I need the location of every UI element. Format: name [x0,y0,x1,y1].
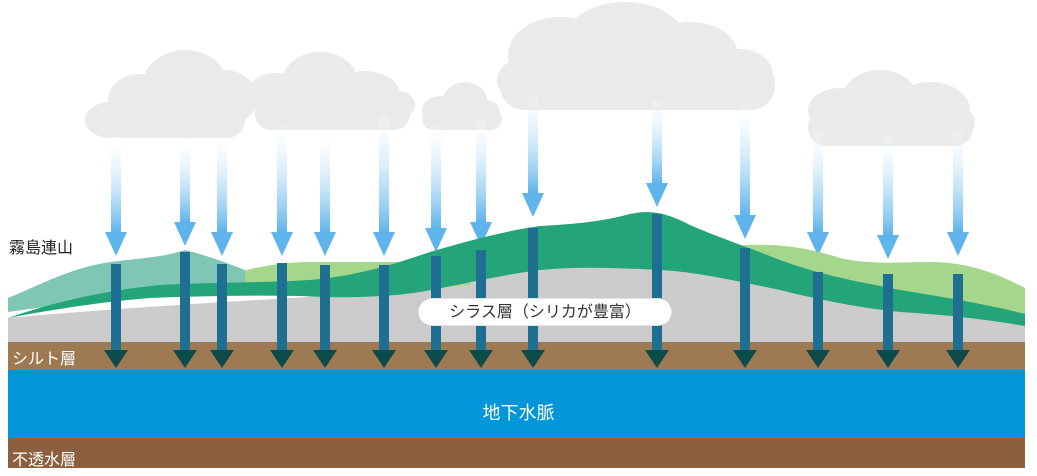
cloud-1 [85,50,257,138]
rain-arrow [314,135,336,256]
rain-arrow [877,135,899,259]
ground-arrow [645,214,669,368]
ground-arrow [104,264,128,368]
ground-arrow [210,264,234,368]
ground-arrow [946,274,970,368]
mountain-teal [8,250,245,312]
rain-arrow [947,130,969,256]
ground-arrow [733,248,757,368]
ground-arrow [270,263,294,368]
rain-arrows [105,95,969,259]
rain-arrow [734,105,756,239]
rain-arrow [211,135,233,256]
mountain-label: 霧島連山 [9,238,74,257]
rain-arrow [522,95,544,217]
cloud-5 [808,70,975,146]
rain-arrow [174,140,196,246]
rain-arrow [425,125,447,252]
aquifer-label: 地下水脈 [482,403,555,424]
mountain-front [8,212,1025,326]
shirasu-label: シラス層（シリカが豊富） [419,299,671,325]
impermeable-label: 不透水層 [12,450,77,469]
cloud-4 [497,2,775,110]
ground-arrow [313,265,337,368]
rain-arrow [807,130,829,256]
clouds [85,2,975,146]
rain-arrow [646,100,668,207]
ground-arrow [173,252,197,368]
aquifer-layer [8,370,1025,438]
ground-arrow [806,272,830,368]
silt-label: シルト層 [12,349,77,368]
cloud-3 [422,82,502,130]
silt-layer [8,342,1025,370]
rain-arrow [373,115,395,256]
rain-arrow [105,140,127,256]
cloud-2 [247,52,415,130]
rain-arrow [470,120,492,246]
ground-arrow [876,274,900,368]
ground-arrow [521,228,545,368]
rain-arrow [271,125,293,256]
impermeable-layer [8,438,1025,468]
ground-arrow [372,265,396,368]
